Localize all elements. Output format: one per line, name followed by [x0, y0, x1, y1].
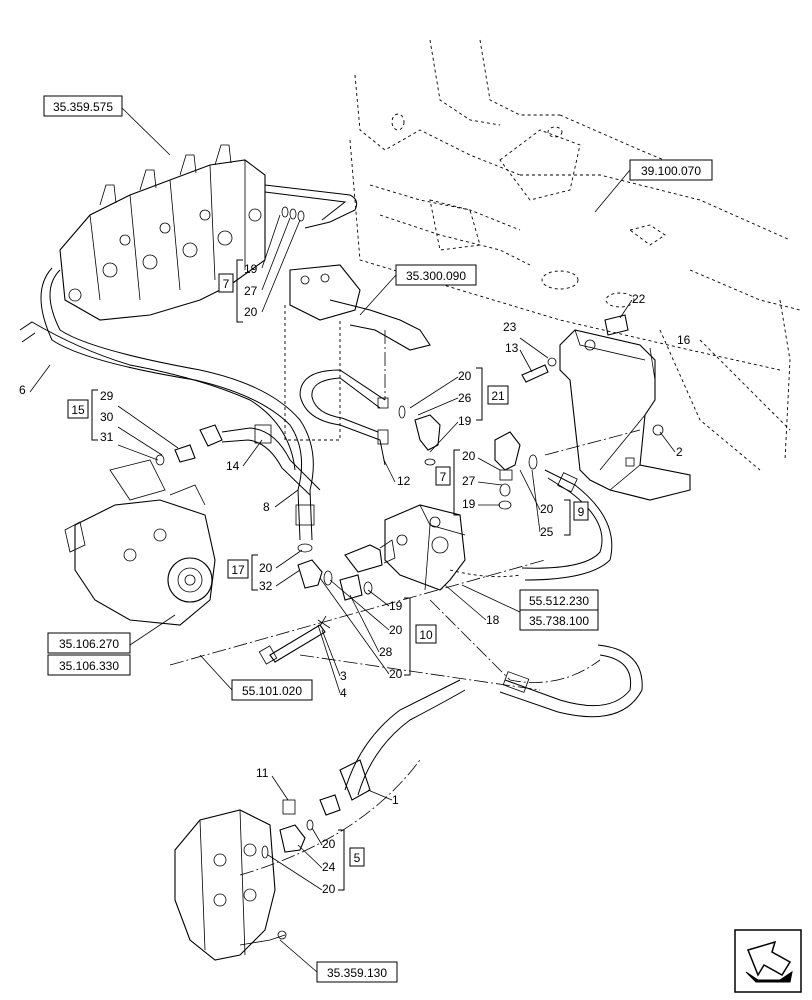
ref-box-55-512-230[interactable]: 55.512.230 — [519, 589, 599, 611]
callout-leaders — [29, 214, 676, 891]
svg-text:39.100.070: 39.100.070 — [641, 164, 701, 178]
svg-text:4: 4 — [340, 686, 347, 700]
svg-text:3: 3 — [340, 669, 347, 683]
hydraulic-pump — [64, 459, 216, 626]
kit-5[interactable]: 5 — [338, 829, 365, 891]
svg-text:19: 19 — [244, 262, 258, 276]
svg-text:24: 24 — [322, 860, 336, 874]
svg-text:35.106.330: 35.106.330 — [59, 659, 119, 673]
svg-text:20: 20 — [389, 667, 403, 681]
svg-text:20: 20 — [322, 882, 336, 896]
hose-14 — [221, 427, 321, 491]
ref-box-35-738-100[interactable]: 35.738.100 — [519, 609, 599, 631]
svg-text:23: 23 — [503, 320, 517, 334]
svg-text:20: 20 — [244, 305, 258, 319]
svg-text:11: 11 — [256, 766, 269, 780]
kit-15[interactable]: 15 — [67, 389, 98, 441]
kit-21[interactable]: 21 — [476, 367, 509, 421]
svg-text:14: 14 — [226, 459, 240, 473]
ref-box-35-106-330[interactable]: 35.106.330 — [47, 654, 131, 676]
ref-box-35-359-575[interactable]: 35.359.575 — [43, 95, 123, 117]
lower-control-valve — [174, 809, 287, 961]
svg-text:5: 5 — [354, 851, 361, 865]
kit-9[interactable]: 9 — [564, 499, 589, 536]
callouts: 19 27 20 22 23 16 13 6 29 30 31 20 26 19… — [19, 262, 691, 896]
svg-text:35.738.100: 35.738.100 — [529, 614, 589, 628]
svg-text:35.300.090: 35.300.090 — [406, 269, 466, 283]
ref-box-35-359-130[interactable]: 35.359.130 — [316, 961, 398, 983]
svg-text:7: 7 — [223, 277, 230, 291]
hose-upper-return — [264, 184, 358, 229]
svg-text:26: 26 — [458, 391, 472, 405]
svg-text:28: 28 — [379, 645, 393, 659]
svg-text:6: 6 — [19, 383, 26, 397]
svg-text:30: 30 — [100, 410, 114, 424]
svg-text:31: 31 — [100, 430, 114, 444]
svg-text:18: 18 — [486, 613, 500, 627]
kit-7-lower[interactable]: 7 — [435, 449, 460, 516]
svg-text:29: 29 — [100, 389, 114, 403]
chassis-frame — [349, 39, 801, 471]
kit-7-upper[interactable]: 7 — [218, 259, 243, 323]
svg-text:10: 10 — [419, 628, 433, 642]
svg-text:20: 20 — [458, 369, 472, 383]
svg-text:35.359.130: 35.359.130 — [327, 966, 387, 980]
svg-text:17: 17 — [231, 563, 245, 577]
valve-block-18 — [344, 504, 466, 591]
svg-text:15: 15 — [71, 403, 85, 417]
svg-text:9: 9 — [578, 505, 585, 519]
main-control-valve — [59, 144, 266, 321]
svg-text:35.106.270: 35.106.270 — [59, 637, 119, 651]
svg-text:55.512.230: 55.512.230 — [529, 594, 589, 608]
svg-text:19: 19 — [462, 497, 476, 511]
kit-10[interactable]: 10 — [404, 597, 437, 676]
svg-text:21: 21 — [491, 389, 505, 403]
ref-box-39-100-070[interactable]: 39.100.070 — [629, 159, 713, 181]
hose-6 — [49, 269, 314, 491]
ref-box-35-300-090[interactable]: 35.300.090 — [395, 264, 477, 286]
svg-text:13: 13 — [505, 341, 519, 355]
ref-box-55-101-020[interactable]: 55.101.020 — [231, 679, 313, 701]
svg-text:20: 20 — [389, 623, 403, 637]
svg-text:20: 20 — [540, 502, 554, 516]
svg-text:19: 19 — [389, 599, 403, 613]
svg-text:32: 32 — [259, 579, 273, 593]
svg-text:8: 8 — [263, 500, 270, 514]
ref-box-35-106-270[interactable]: 35.106.270 — [47, 632, 131, 654]
filter-unit — [284, 264, 431, 441]
svg-text:20: 20 — [259, 561, 273, 575]
pipe-12 — [299, 369, 386, 466]
svg-text:27: 27 — [244, 284, 258, 298]
svg-text:20: 20 — [322, 837, 336, 851]
svg-text:27: 27 — [462, 474, 476, 488]
hose-55-512-230 — [524, 469, 613, 581]
svg-text:16: 16 — [677, 333, 691, 347]
arrow-navigation-icon[interactable] — [734, 929, 802, 993]
svg-text:25: 25 — [540, 525, 554, 539]
svg-text:22: 22 — [632, 292, 646, 306]
bracket-16 — [559, 329, 691, 501]
svg-text:19: 19 — [458, 414, 472, 428]
svg-text:55.101.020: 55.101.020 — [242, 684, 302, 698]
svg-text:1: 1 — [392, 793, 399, 807]
svg-text:12: 12 — [397, 474, 411, 488]
hose-8 — [297, 489, 313, 541]
svg-text:2: 2 — [676, 445, 683, 459]
svg-text:7: 7 — [440, 470, 447, 484]
kit-17[interactable]: 17 — [227, 554, 258, 591]
hose-1 — [344, 679, 461, 791]
svg-text:35.359.575: 35.359.575 — [53, 100, 113, 114]
svg-text:20: 20 — [462, 449, 476, 463]
